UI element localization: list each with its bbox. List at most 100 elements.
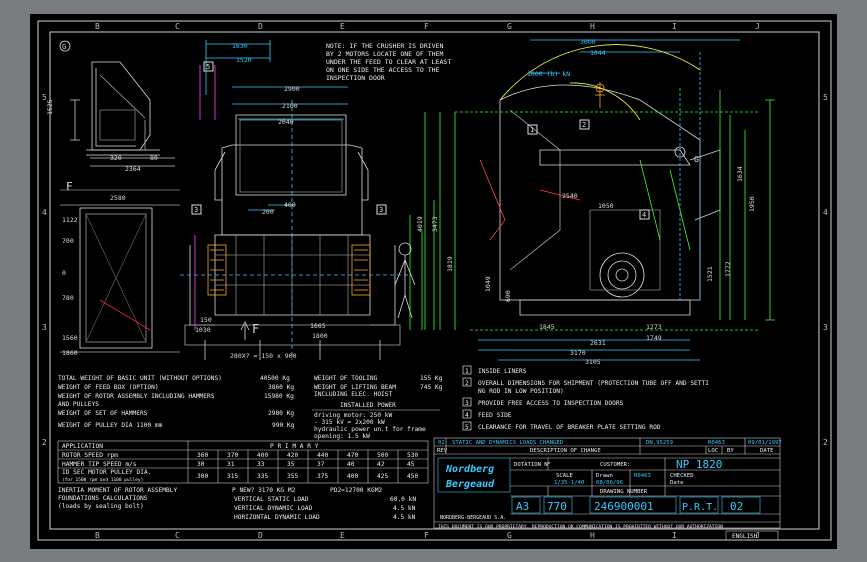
speed-cell: 370: [227, 452, 238, 459]
elev-1122: 1122: [62, 216, 78, 224]
dim-3473: 3473: [431, 216, 439, 232]
speed-cell: 30: [197, 461, 205, 468]
revision-date: 09/01/1997: [748, 440, 782, 446]
tag-4: 4: [642, 211, 646, 219]
header-rev: REV: [437, 448, 448, 454]
inner-frame: [49, 31, 820, 530]
row-marker-right: 4: [823, 208, 828, 217]
col-marker-bottom: F: [424, 531, 429, 540]
dotation-label: DOTATION N°: [514, 462, 551, 468]
model-number: NP 1820: [676, 458, 722, 471]
dim-2900: 2900: [284, 85, 300, 93]
dim-690: 690: [504, 290, 512, 302]
elev-0: 0: [62, 269, 66, 277]
load-horizontal-dynamic-value: 4.5 kN: [393, 514, 416, 521]
col-marker-top: G: [507, 22, 512, 31]
speed-cell: 355: [287, 473, 298, 480]
col-marker-bottom: D: [258, 531, 263, 540]
col-marker-bottom: I: [672, 531, 677, 540]
weight-feed-box-label: WEIGHT OF FEED BOX (OPTION): [58, 384, 159, 391]
dim-1665: 1665: [310, 322, 326, 330]
dim-1800: 1800: [312, 332, 328, 340]
installed-power-title: INSTALLED POWER: [340, 402, 396, 409]
dim-1520: 1520: [236, 56, 252, 64]
dim-1050: 1050: [598, 202, 614, 210]
dim-200: 200: [262, 208, 274, 216]
col-marker-bottom: E: [340, 531, 345, 540]
col-marker-top: B: [95, 22, 100, 31]
power-line-1: driving motor: 250 kW: [314, 412, 393, 419]
dim-150: 150: [200, 316, 212, 324]
elev-780: 780: [62, 294, 74, 302]
legend-number: 4: [465, 412, 469, 419]
dim-4019: 4019: [416, 216, 424, 232]
dim-1950: 1950: [748, 196, 756, 212]
weight-pulley-label: WEIGHT OF PULLEY DIA 1100 mm: [58, 422, 163, 429]
scale-label: SCALE: [556, 473, 573, 479]
dim-3170: 3170: [570, 349, 586, 357]
speed-cell: 375: [317, 473, 328, 480]
row-marker-left: 4: [42, 208, 47, 217]
legend-number: 2: [465, 380, 469, 387]
revision-code: 02: [438, 440, 445, 446]
dim-profile-2364: 2364: [125, 165, 141, 173]
title-block: [433, 437, 781, 541]
dim-1273: 1273: [646, 323, 662, 331]
speed-cell: 440: [317, 452, 328, 459]
header-loc: LOC: [708, 448, 718, 454]
section-f-marker: F: [66, 180, 73, 193]
row-marker-left: 3: [42, 323, 47, 332]
tag-3-left: 3: [194, 206, 198, 214]
dim-400: 400: [284, 201, 296, 209]
speed-cell: 35: [287, 461, 295, 468]
speed-cell: 42: [377, 461, 385, 468]
legend-number-box: [462, 409, 472, 419]
speed-row-label: ID SEC MOTOR PULLEY DIA.: [62, 469, 151, 476]
profile-dimension-labels: G 1525 320 80 2364: [46, 40, 158, 173]
legend-text: INSIDE LINERS: [478, 368, 527, 375]
legend-number-box: [462, 421, 472, 431]
dim-profile-80: 80: [150, 154, 158, 162]
checked-label: CHECKED: [670, 473, 694, 479]
dim-1819: 1819: [446, 256, 454, 272]
speed-cell: 45: [407, 461, 415, 468]
revision-ref: R0463: [708, 440, 725, 446]
speed-cell: 37: [317, 461, 325, 468]
dim-2040: 2040: [278, 118, 294, 126]
dim-1630: 1630: [232, 42, 248, 50]
col-marker-top: C: [175, 22, 180, 31]
legend-number: 5: [465, 424, 469, 431]
weight-rotor-value: 15980 Kg: [264, 393, 294, 400]
legend-number: 3: [465, 400, 469, 407]
load-horizontal-dynamic-label: HORIZONTAL DYNAMIC LOAD: [234, 514, 320, 521]
speed-cell: 420: [287, 452, 298, 459]
legend-text: OVERALL DIMENSIONS FOR SHIPMENT (PROTECT…: [478, 380, 709, 387]
date-label: Date: [670, 480, 684, 486]
dim-profile-height: 1525: [46, 99, 54, 115]
load-vertical-static-value: 60.0 kN: [390, 496, 416, 503]
side-view-labels: 3000 1044 1000 (b) kN G 2540 1050 1845 1…: [416, 38, 756, 366]
weight-rotor-label-cont: AND PULLEYS: [58, 401, 99, 408]
crusher-side-view: [424, 39, 775, 361]
note-line-4: ON ONE SIDE THE ACCESS TO THE: [326, 66, 440, 74]
proprietary-notice: THIS DOCUMENT IS OUR PROPRIETARY. REPROD…: [438, 524, 723, 530]
crusher-front-view: [180, 40, 435, 360]
tag-3-right: 3: [379, 206, 383, 214]
col-marker-bottom: B: [95, 531, 100, 540]
logo-nordberg: Nordberg: [445, 464, 494, 475]
col-marker-bottom: C: [175, 531, 180, 540]
speed-table: [57, 440, 429, 484]
row-marker-left: 2: [42, 438, 47, 447]
col-marker-top: F: [424, 22, 429, 31]
speed-cell: 530: [407, 452, 418, 459]
legend-number-box: [462, 377, 472, 387]
customer-label: CUSTOMER:: [600, 462, 630, 468]
speed-cell: 500: [377, 452, 388, 459]
application-header: APPLICATION: [62, 443, 103, 450]
speed-cell: 400: [347, 473, 358, 480]
section-f-labels: F 1122 700 0 780 1560 1860 2580: [62, 180, 126, 357]
